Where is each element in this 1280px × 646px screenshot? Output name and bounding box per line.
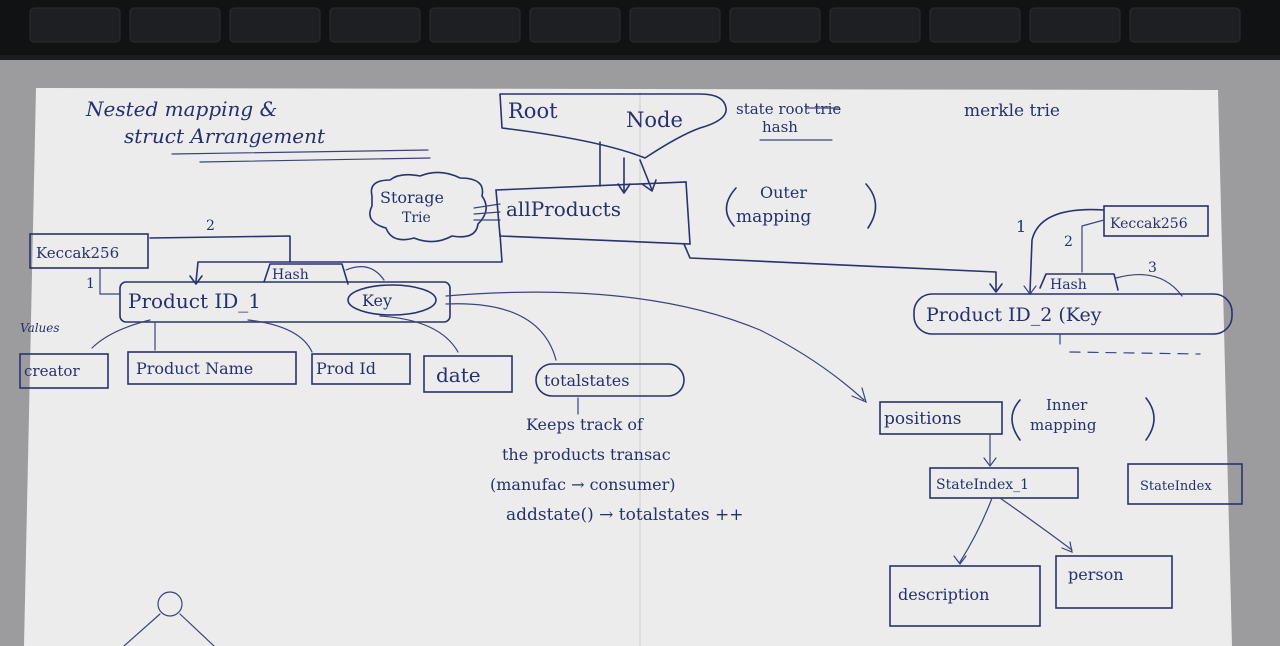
- title-underline-2: [199, 157, 431, 163]
- allproducts-to-product1-line: [195, 233, 503, 283]
- hash-left-label: Hash: [272, 267, 309, 283]
- arrowhead-1: [617, 183, 631, 194]
- stateindex1-label: StateIndex_1: [936, 477, 1029, 493]
- hash-right-arrow: [1115, 274, 1183, 297]
- field-productname: Product Name: [136, 359, 253, 378]
- field-totalstates-box: [535, 363, 685, 397]
- field-productname-box: [127, 351, 297, 385]
- merkle-trie-label: merkle trie: [964, 101, 1060, 121]
- keccak-right-box: [1103, 205, 1209, 237]
- note-line3: (manufac → consumer): [490, 475, 676, 494]
- storage-trie-cloud: [369, 171, 487, 243]
- product-id2-label: Product ID_2 (Key: [926, 304, 1102, 326]
- outer-line2: mapping: [736, 207, 811, 227]
- note-line2: the products transac: [502, 445, 671, 464]
- stateindex-to-description: [959, 497, 993, 563]
- hash-left-shape: [263, 263, 349, 285]
- values-label: Values: [20, 321, 60, 335]
- root-word1: Root: [508, 99, 558, 123]
- field-creator-box: [19, 353, 109, 389]
- doodle-head: [157, 591, 183, 617]
- product-id1-label: Product ID_1: [128, 289, 261, 313]
- arrowhead-4: [989, 283, 1003, 293]
- allproducts-box: [495, 181, 691, 245]
- product-id1-box: [119, 281, 451, 323]
- branch-creator: [91, 319, 151, 349]
- storage-link-lines: [473, 203, 501, 221]
- key1-ellipse: [347, 284, 437, 316]
- field-date: date: [436, 363, 481, 387]
- doodle-body: [123, 613, 215, 646]
- allproducts-to-product2-line: [683, 243, 997, 291]
- positions-box: [879, 401, 1003, 435]
- arrowhead-5: [851, 387, 867, 404]
- field-prodid: Prod Id: [316, 359, 376, 378]
- num-2-right: 2: [1064, 234, 1073, 250]
- keccak-right-line2: [1081, 219, 1105, 273]
- product-id2-dashed: [1059, 333, 1201, 355]
- num-1-right: 1: [1016, 217, 1026, 236]
- arrowhead-9: [1061, 541, 1073, 553]
- hash-right-label: Hash: [1050, 277, 1087, 293]
- field-creator: creator: [24, 362, 80, 380]
- key-to-positions-line: [445, 291, 865, 401]
- storage-line1: Storage: [380, 188, 444, 207]
- root-word2: Node: [626, 108, 683, 132]
- product-id2-box: [913, 293, 1233, 335]
- title-line1: Nested mapping &: [85, 97, 277, 121]
- root-to-allproducts-arrow2: [639, 159, 653, 191]
- state-note-line2: hash: [762, 118, 798, 136]
- stateindex2-box: [1127, 463, 1243, 505]
- allproducts-label: allProducts: [506, 197, 621, 221]
- inner-paren-left: [1011, 399, 1021, 441]
- num-2-left: 2: [206, 218, 215, 234]
- root-node-shape: [499, 93, 727, 159]
- stateindex2-label: StateIndex: [1140, 479, 1212, 494]
- person-label: person: [1068, 565, 1124, 584]
- field-prodid-box: [311, 353, 411, 385]
- field-totalstates: totalstates: [544, 371, 629, 390]
- outer-paren-left: [725, 187, 737, 227]
- description-label: description: [898, 585, 989, 604]
- state-note-line1: state root trie: [736, 100, 841, 118]
- keccak-left-label: Keccak256: [36, 244, 119, 262]
- inner-line1: Inner: [1046, 396, 1088, 414]
- hash-right-shape: [1039, 273, 1119, 291]
- title-underline-1: [171, 149, 429, 155]
- arrowhead-3: [189, 275, 203, 285]
- branch-date: [379, 315, 459, 353]
- stateindex1-box: [929, 467, 1079, 499]
- num-3-right: 3: [1148, 260, 1157, 276]
- positions-label: positions: [884, 409, 961, 429]
- outer-paren-right: [865, 183, 877, 229]
- note-line1: Keeps track of: [526, 415, 644, 434]
- person-box: [1055, 555, 1173, 609]
- num-1-left: 1: [86, 276, 95, 292]
- description-box: [889, 565, 1041, 627]
- keccak-to-product-line: [99, 267, 121, 295]
- hash-to-key-arrow: [345, 266, 385, 281]
- storage-line2: Trie: [402, 210, 431, 226]
- field-date-box: [423, 355, 513, 393]
- keyboard-keys-decoration: [29, 7, 1241, 43]
- inner-paren-right: [1145, 397, 1155, 441]
- branch-prodid: [247, 319, 313, 353]
- keccak-right-line1: [1029, 208, 1105, 293]
- note-line4: addstate() → totalstates ++: [506, 505, 743, 525]
- stateindex-to-person: [999, 497, 1073, 551]
- title-line2: struct Arrangement: [124, 124, 326, 148]
- paper-sheet: [24, 88, 1232, 646]
- inner-line2: mapping: [1030, 416, 1097, 434]
- keccak-left-box: [29, 233, 149, 269]
- arrowhead-8: [953, 555, 967, 565]
- keccak-right-label: Keccak256: [1110, 216, 1188, 232]
- keccak-to-hash-line: [149, 235, 291, 263]
- outer-line1: Outer: [760, 183, 807, 202]
- arrowhead-7: [983, 457, 997, 467]
- key1-label: Key: [362, 291, 392, 310]
- branch-totalstates: [445, 303, 557, 361]
